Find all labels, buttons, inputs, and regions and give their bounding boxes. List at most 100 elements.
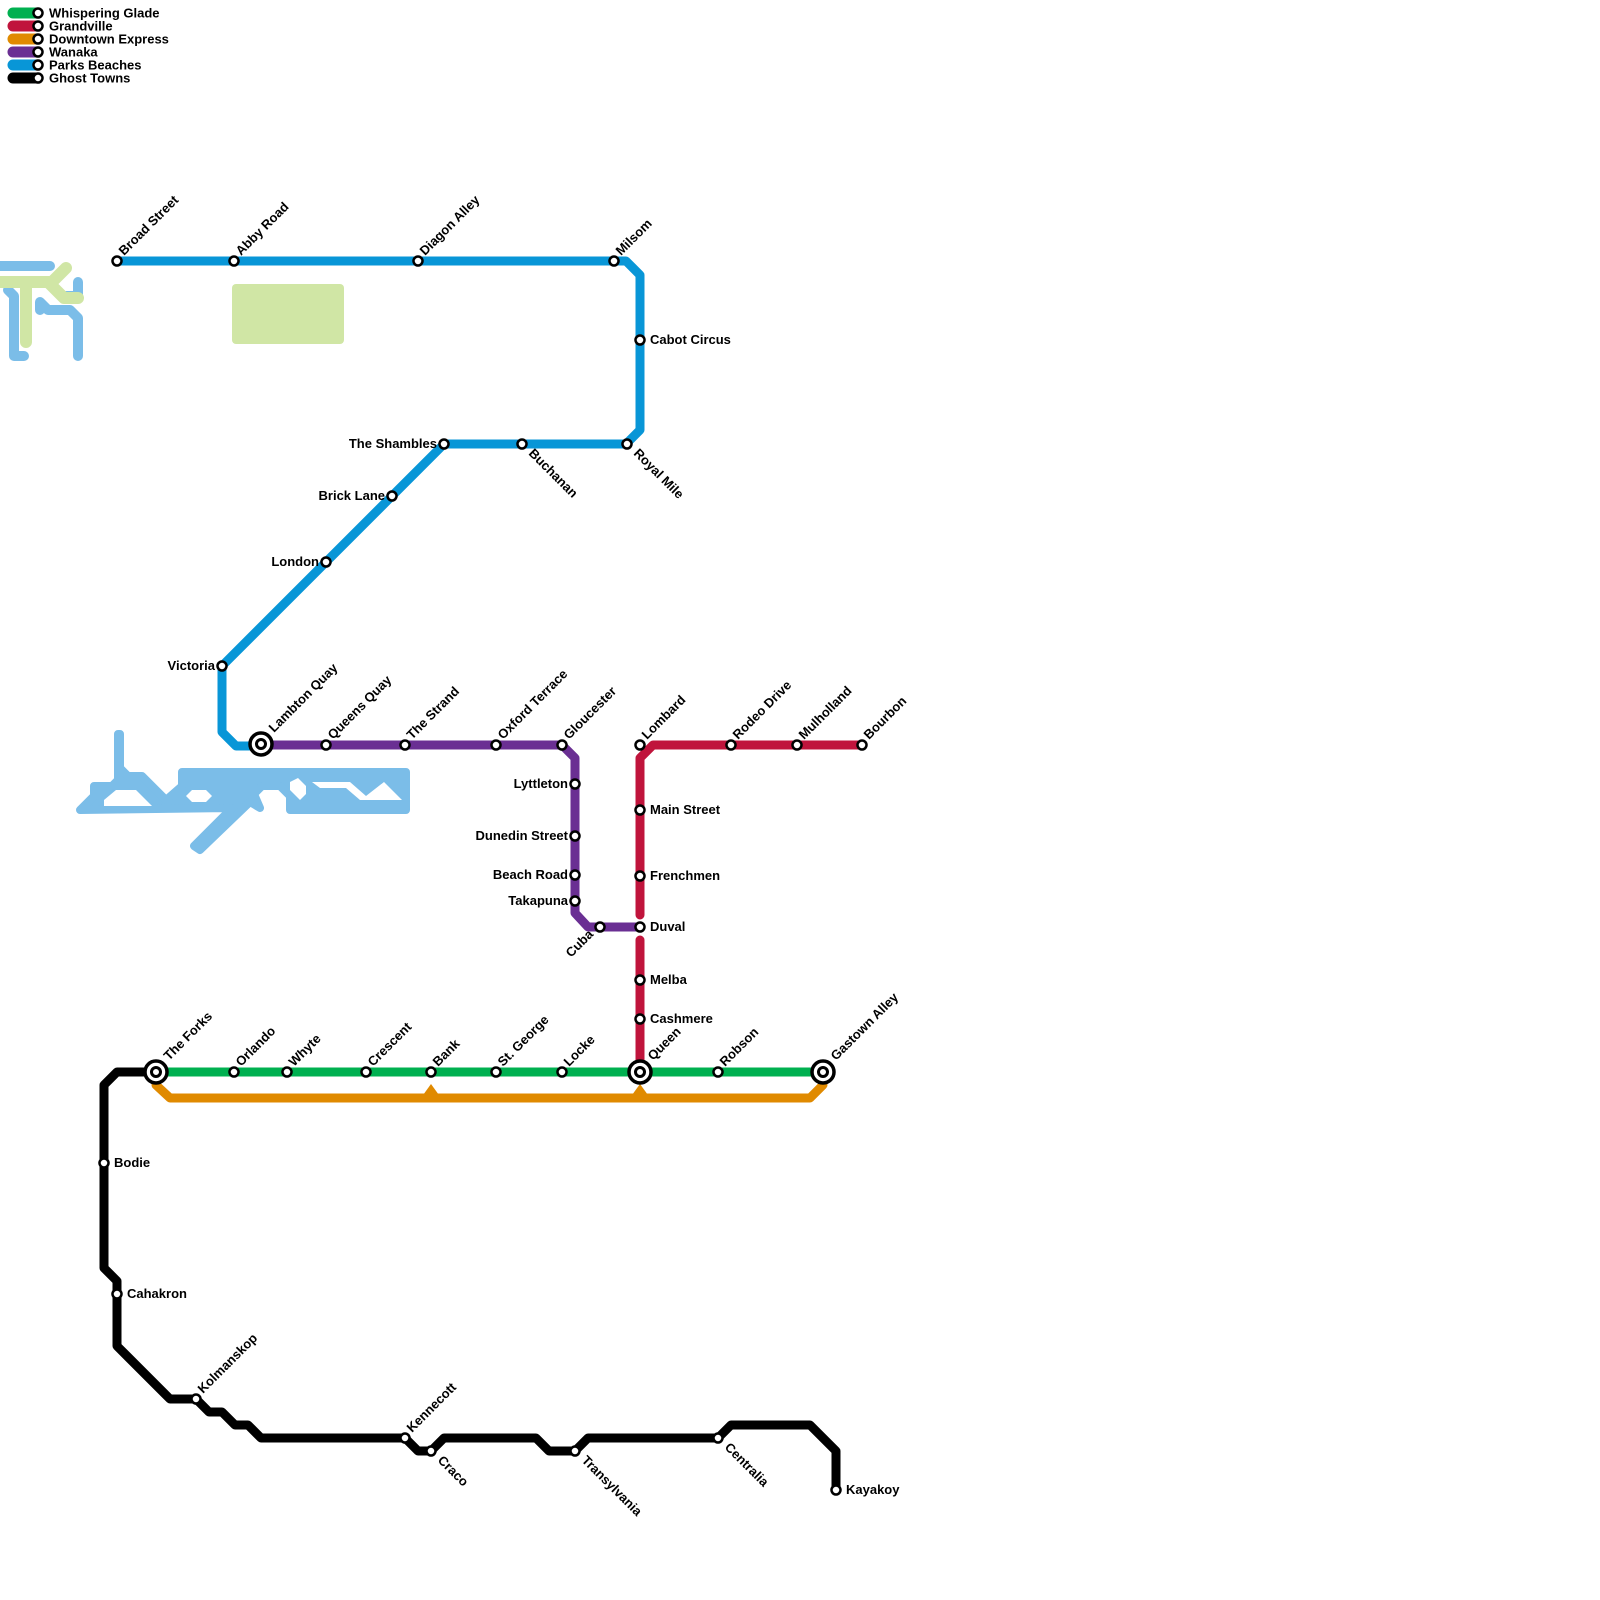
station-icon xyxy=(216,660,228,672)
station-label: Cabot Circus xyxy=(650,332,731,347)
station-icon xyxy=(634,739,646,751)
station-icon xyxy=(111,255,123,267)
station-label: Diagon Alley xyxy=(417,192,483,258)
station-label: Duval xyxy=(650,919,685,934)
station-cabot-circus[interactable]: Cabot Circus xyxy=(634,332,731,347)
station-label: Queens Quay xyxy=(325,672,395,742)
station-icon xyxy=(399,739,411,751)
station-icon xyxy=(320,556,332,568)
station-label: Kennecott xyxy=(404,1379,460,1435)
station-icon xyxy=(438,438,450,450)
station-queens-quay[interactable]: Queens Quay xyxy=(320,672,395,751)
station-label: Broad Street xyxy=(116,192,182,258)
station-milsom[interactable]: Milsom xyxy=(608,216,655,267)
station-buchanan[interactable]: Buchanan xyxy=(516,438,581,501)
station-label: Victoria xyxy=(168,658,216,673)
legend-station-icon xyxy=(32,20,44,32)
station-icon xyxy=(490,1066,502,1078)
station-cashmere[interactable]: Cashmere xyxy=(634,1011,713,1026)
station-icon xyxy=(725,739,737,751)
station-melba[interactable]: Melba xyxy=(634,972,688,987)
station-label: Lyttleton xyxy=(514,776,568,791)
station-icon xyxy=(425,1066,437,1078)
station-st-george[interactable]: St. George xyxy=(490,1012,552,1078)
station-icon xyxy=(594,921,606,933)
station-dunedin-street[interactable]: Dunedin Street xyxy=(476,828,581,843)
legend-item: Downtown Express xyxy=(7,32,169,47)
station-broad-street[interactable]: Broad Street xyxy=(111,192,182,267)
station-main-street[interactable]: Main Street xyxy=(634,802,721,817)
legend-label: Ghost Towns xyxy=(49,71,130,86)
station-duval[interactable]: Duval xyxy=(634,919,686,934)
station-icon xyxy=(608,255,620,267)
station-label: Melba xyxy=(650,972,688,987)
line-downtown-express xyxy=(151,1080,828,1103)
station-frenchmen[interactable]: Frenchmen xyxy=(634,868,721,883)
station-icon xyxy=(712,1432,724,1444)
station-icon xyxy=(556,739,568,751)
station-label: The Shambles xyxy=(349,436,437,451)
station-label: Locke xyxy=(561,1032,598,1069)
station-label: Robson xyxy=(717,1024,762,1069)
station-icon xyxy=(634,974,646,986)
station-the-strand[interactable]: The Strand xyxy=(399,683,463,751)
station-icon xyxy=(712,1066,724,1078)
station-abby-road[interactable]: Abby Road xyxy=(228,199,292,267)
station-label: Cahakron xyxy=(127,1286,187,1301)
station-icon xyxy=(830,1484,842,1496)
station-transylvania[interactable]: Transylvania xyxy=(569,1445,646,1520)
station-icon xyxy=(228,1066,240,1078)
station-victoria[interactable]: Victoria xyxy=(168,658,228,673)
station-icon xyxy=(516,438,528,450)
station-label: Oxford Terrace xyxy=(495,666,571,742)
legend-item: Whispering Glade xyxy=(7,6,160,21)
station-bourbon[interactable]: Bourbon xyxy=(856,693,910,751)
station-royal-mile[interactable]: Royal Mile xyxy=(621,438,687,502)
legend-station-icon xyxy=(32,33,44,45)
line-parks-beaches xyxy=(112,256,645,751)
station-craco[interactable]: Craco xyxy=(425,1445,472,1490)
station-cuba[interactable]: Cuba xyxy=(563,921,606,961)
station-icon xyxy=(281,1066,293,1078)
station-label: Royal Mile xyxy=(631,446,687,502)
station-centralia[interactable]: Centralia xyxy=(712,1432,773,1491)
station-kolmanskop[interactable]: Kolmanskop xyxy=(190,1330,261,1405)
station-cahakron[interactable]: Cahakron xyxy=(111,1286,188,1301)
legend-label: Downtown Express xyxy=(49,32,169,47)
station-gastown-alley[interactable]: Gastown Alley xyxy=(810,989,902,1085)
station-label: Gastown Alley xyxy=(828,989,902,1063)
station-label: Gloucester xyxy=(561,683,620,742)
legend-station-icon xyxy=(32,72,44,84)
station-rodeo-drive[interactable]: Rodeo Drive xyxy=(725,677,795,751)
station-label: Lombard xyxy=(639,692,689,742)
station-icon xyxy=(569,1445,581,1457)
legend-item: Wanaka xyxy=(7,45,98,60)
line-ghost-towns xyxy=(99,1067,841,1495)
station-lyttleton[interactable]: Lyttleton xyxy=(514,776,581,791)
geography-layer xyxy=(0,261,410,854)
station-label: Main Street xyxy=(650,802,721,817)
station-brick-lane[interactable]: Brick Lane xyxy=(319,488,398,503)
station-gloucester[interactable]: Gloucester xyxy=(556,683,620,751)
station-bodie[interactable]: Bodie xyxy=(98,1155,151,1170)
station-label: Abby Road xyxy=(233,199,292,258)
station-label: Centralia xyxy=(722,1440,772,1490)
station-kayakoy[interactable]: Kayakoy xyxy=(830,1482,901,1497)
station-icon xyxy=(569,830,581,842)
station-beach-road[interactable]: Beach Road xyxy=(493,867,581,882)
station-icon xyxy=(856,739,868,751)
station-label: Bourbon xyxy=(861,693,910,742)
interchange-inner-icon xyxy=(255,738,267,750)
station-the-shambles[interactable]: The Shambles xyxy=(349,436,450,451)
station-label: Bodie xyxy=(114,1155,150,1170)
station-icon xyxy=(569,869,581,881)
station-diagon-alley[interactable]: Diagon Alley xyxy=(412,192,483,267)
station-takapuna[interactable]: Takapuna xyxy=(508,893,581,908)
interchange-inner-icon xyxy=(634,1066,646,1078)
station-kennecott[interactable]: Kennecott xyxy=(399,1379,460,1444)
station-mulholland[interactable]: Mulholland xyxy=(791,683,855,751)
station-oxford-terrace[interactable]: Oxford Terrace xyxy=(490,666,571,751)
station-london[interactable]: London xyxy=(271,554,332,569)
station-icon xyxy=(634,334,646,346)
